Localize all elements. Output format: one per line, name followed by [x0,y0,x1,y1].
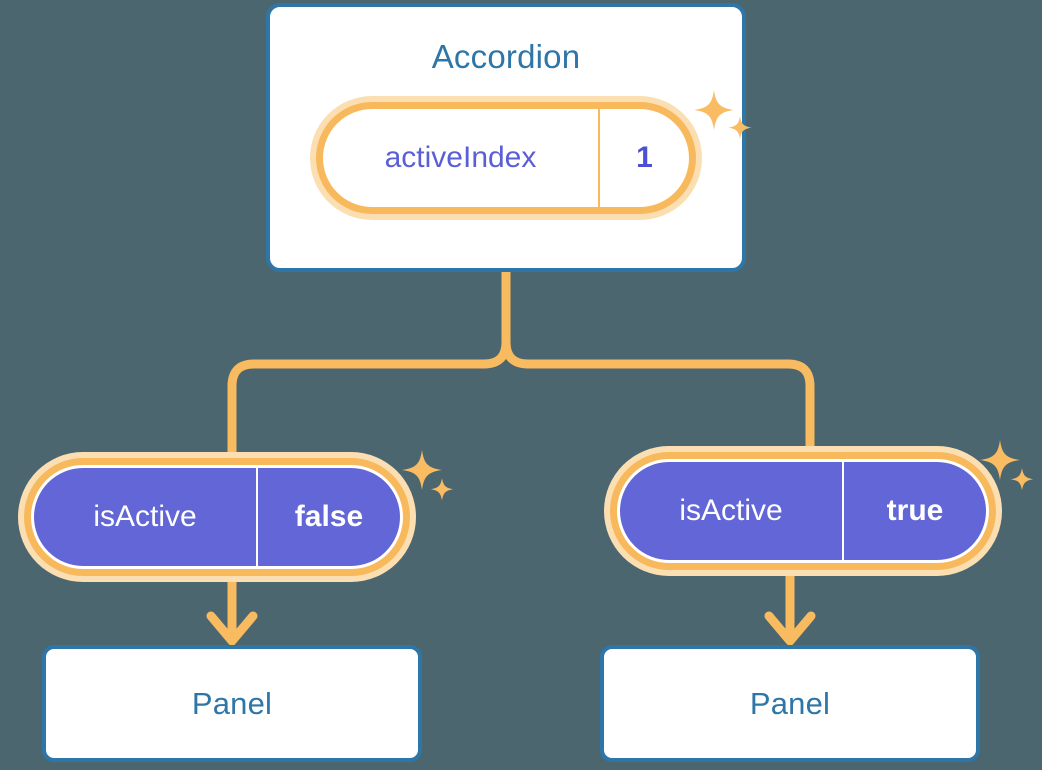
connector-root-to-children [227,267,511,457]
state-pill-value: 1 [598,109,689,207]
state-pill-active-index[interactable]: activeIndex 1 [310,96,702,220]
state-pill-key: isActive [679,494,783,527]
component-node-panel-left[interactable]: Panel [42,645,422,762]
state-pill-ring: activeIndex 1 [316,102,696,214]
state-pill-ring: isActive true [610,452,996,570]
component-node-panel-right[interactable]: Panel [600,645,980,762]
state-pill-body: isActive true [617,459,989,563]
component-title-panel-left: Panel [191,686,273,721]
state-pill-body: isActive false [31,465,403,569]
component-title-panel-right: Panel [749,686,831,721]
state-pill-body: activeIndex 1 [323,109,689,207]
state-pill-value: false [256,468,400,566]
connector-root-to-right-child [501,267,815,451]
arrowhead-right-panel [764,611,816,646]
arrowhead-left-panel [206,611,258,646]
state-pill-ring: isActive false [24,458,410,576]
state-pill-is-active-false[interactable]: isActive false [18,452,416,582]
state-pill-value: true [842,462,986,560]
state-pill-is-active-true[interactable]: isActive true [604,446,1002,576]
component-title-accordion: Accordion [431,38,581,75]
state-pill-key: isActive [93,500,197,533]
state-pill-key: activeIndex [384,141,537,174]
